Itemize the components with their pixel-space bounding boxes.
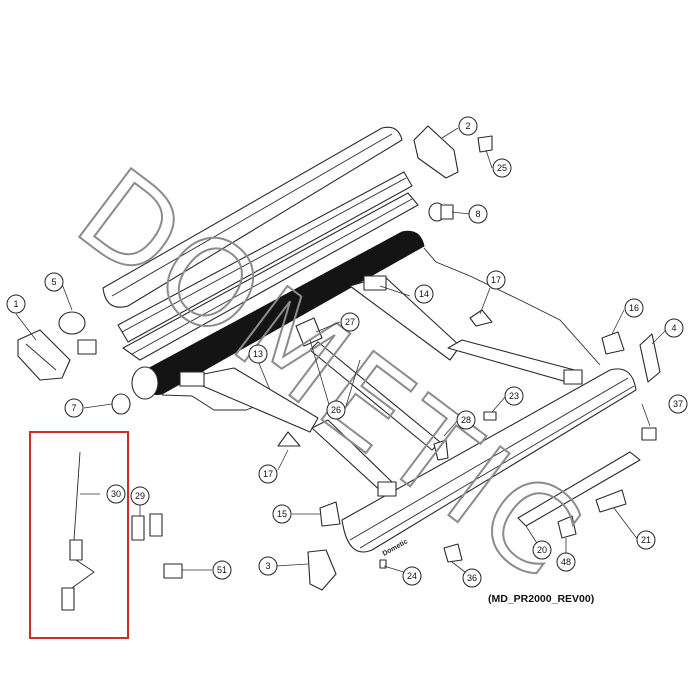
crank-handle-30 xyxy=(61,451,95,611)
callout-21: 21 xyxy=(636,530,656,550)
svg-text:24: 24 xyxy=(407,571,417,581)
arm-pad-17b xyxy=(277,431,301,447)
end-cap-1 xyxy=(17,329,71,381)
svg-text:1: 1 xyxy=(13,299,18,309)
label-25 xyxy=(477,135,493,153)
callout-14: 14 xyxy=(414,284,434,304)
bracket-15 xyxy=(319,501,341,527)
callout-36: 36 xyxy=(462,568,482,588)
callout-26: 26 xyxy=(326,400,346,420)
svg-text:37: 37 xyxy=(673,399,683,409)
svg-text:8: 8 xyxy=(475,209,480,219)
center-struts xyxy=(295,317,449,461)
callout-24: 24 xyxy=(402,566,422,586)
bracket-16 xyxy=(601,331,625,355)
svg-text:26: 26 xyxy=(331,405,341,415)
svg-text:21: 21 xyxy=(641,535,651,545)
crank-highlight-box xyxy=(29,431,129,639)
bracket-21 xyxy=(595,489,627,513)
clips-29 xyxy=(131,513,163,541)
svg-text:3: 3 xyxy=(265,561,270,571)
svg-text:25: 25 xyxy=(497,163,507,173)
svg-text:2: 2 xyxy=(465,121,470,131)
cassette-cover xyxy=(102,126,419,361)
svg-text:51: 51 xyxy=(217,565,227,575)
svg-text:13: 13 xyxy=(253,349,263,359)
callout-4: 4 xyxy=(664,318,684,338)
clip-23 xyxy=(483,411,497,421)
callout-2: 2 xyxy=(458,116,478,136)
svg-text:36: 36 xyxy=(467,573,477,583)
callout-16: 16 xyxy=(624,298,644,318)
support-rod-20 xyxy=(517,451,641,527)
callout-29: 29 xyxy=(130,486,150,506)
svg-text:14: 14 xyxy=(419,289,429,299)
svg-text:23: 23 xyxy=(509,391,519,401)
callout-25: 25 xyxy=(492,158,512,178)
svg-text:4: 4 xyxy=(671,323,676,333)
svg-text:28: 28 xyxy=(461,415,471,425)
callout-23: 23 xyxy=(504,386,524,406)
svg-text:5: 5 xyxy=(51,277,56,287)
bracket-4 xyxy=(639,333,661,383)
svg-text:15: 15 xyxy=(277,509,287,519)
clip-48 xyxy=(557,515,577,539)
callout-30: 30 xyxy=(106,484,126,504)
cap-51 xyxy=(163,563,183,579)
bearing-7 xyxy=(111,393,131,415)
svg-text:29: 29 xyxy=(135,491,145,501)
callout-8: 8 xyxy=(468,204,488,224)
spring-spool-5 xyxy=(58,311,97,355)
clip-36 xyxy=(443,543,463,563)
end-cap-2 xyxy=(413,125,459,179)
callout-51: 51 xyxy=(212,560,232,580)
clip-37 xyxy=(641,427,657,441)
svg-text:20: 20 xyxy=(537,545,547,555)
callout-17-top: 17 xyxy=(486,270,506,290)
svg-text:27: 27 xyxy=(345,317,355,327)
end-plug-8 xyxy=(428,202,454,222)
leader-lines xyxy=(15,127,667,577)
svg-text:30: 30 xyxy=(111,489,121,499)
callout-48: 48 xyxy=(556,552,576,572)
callout-5: 5 xyxy=(44,272,64,292)
right-arm xyxy=(349,275,583,385)
callout-7: 7 xyxy=(64,398,84,418)
screw-24 xyxy=(379,559,387,569)
svg-text:17: 17 xyxy=(263,469,273,479)
svg-text:48: 48 xyxy=(561,557,571,567)
callout-17-bottom: 17 xyxy=(258,464,278,484)
callout-13: 13 xyxy=(248,344,268,364)
roller-tube xyxy=(131,230,601,411)
arm-pad-17a xyxy=(469,309,493,327)
svg-text:16: 16 xyxy=(629,303,639,313)
callout-3: 3 xyxy=(258,556,278,576)
drawing-code: (MD_PR2000_REV00) xyxy=(488,593,594,605)
svg-text:7: 7 xyxy=(71,403,76,413)
callout-37: 37 xyxy=(668,394,688,414)
svg-text:17: 17 xyxy=(491,275,501,285)
end-cap-3 xyxy=(307,549,337,591)
left-arm xyxy=(179,367,397,497)
callout-27: 27 xyxy=(340,312,360,332)
callout-1: 1 xyxy=(6,294,26,314)
callout-15: 15 xyxy=(272,504,292,524)
callout-28: 28 xyxy=(456,410,476,430)
callout-20: 20 xyxy=(532,540,552,560)
